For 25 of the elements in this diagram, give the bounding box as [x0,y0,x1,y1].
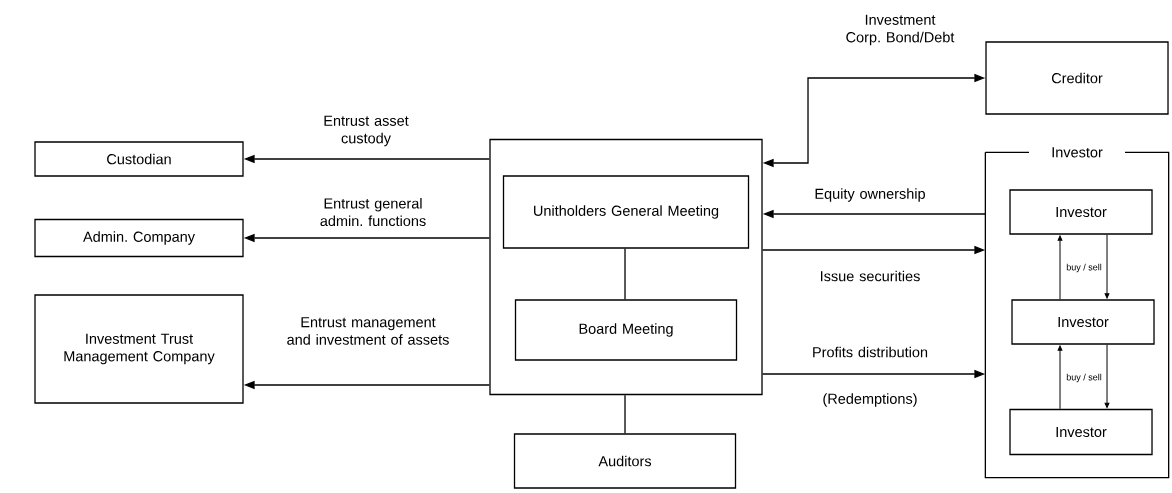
arrow [1104,234,1110,299]
nested-box: Board Meeting [514,299,738,361]
nested-box: Investor [1011,299,1155,345]
nested-box: Investor [1009,189,1153,235]
edge-label: Issue securities [821,270,920,282]
arrow [1104,344,1110,409]
box: Admin. Company [34,218,244,258]
edge-label: Investment Corp. Bond/Debt [846,14,955,46]
arrow [1057,345,1063,410]
edge-label: Equity ownership [815,188,925,202]
box: Custodian [34,141,244,177]
box: Auditors [513,433,737,489]
edge-label: Profits distribution [813,346,928,358]
nested-box: Investor [1009,408,1153,456]
note-label: (Redemptions) [823,393,917,407]
buy-sell-label: buy / sell [1066,263,1102,273]
buy-sell-label: buy / sell [1066,373,1102,383]
box: Investment Trust Management Company [34,294,244,404]
edge-label: Entrust asset custody [324,115,409,147]
box: Creditor [985,41,1169,115]
nested-box: Unitholders General Meeting [502,175,750,249]
edge-label: Entrust general admin. functions [320,197,426,227]
container-box [489,138,763,396]
edge-label: Entrust management and investment of assets [287,317,449,345]
arrow [1057,235,1063,300]
